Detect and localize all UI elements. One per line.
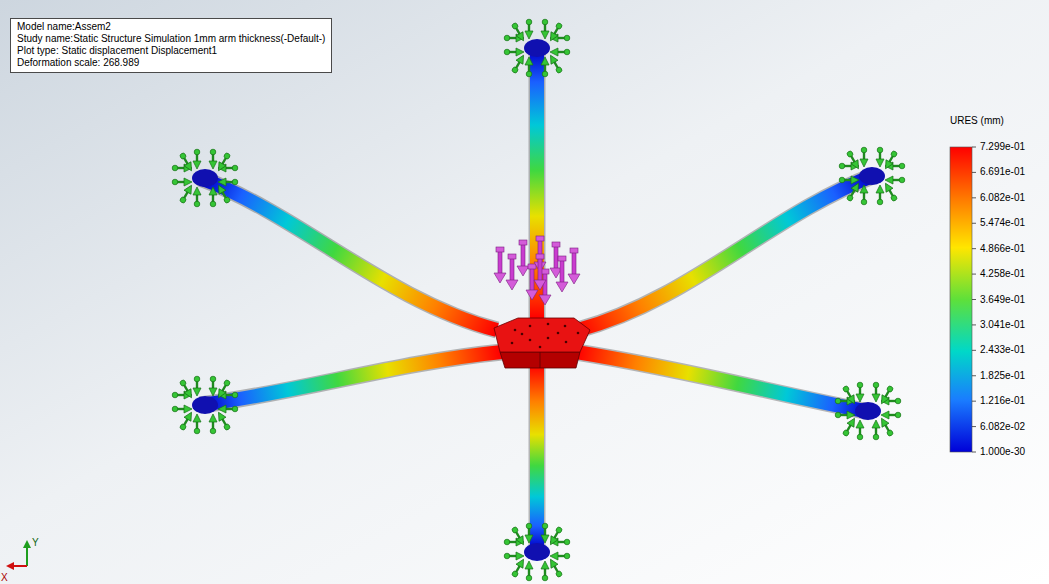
legend-value: 2.433e-01 xyxy=(980,344,1025,356)
legend-value: 1.216e-01 xyxy=(980,395,1025,407)
fixture-symbols xyxy=(172,19,905,581)
legend-value: 1.825e-01 xyxy=(980,370,1025,382)
arm xyxy=(530,362,544,552)
legend-value: 6.082e-02 xyxy=(980,421,1025,433)
legend-value: 6.691e-01 xyxy=(980,166,1025,178)
info-line: Study name:Static Structure Simulation 1… xyxy=(17,33,325,45)
arm xyxy=(578,175,875,330)
arm xyxy=(576,352,870,412)
legend-value: 6.082e-01 xyxy=(980,192,1025,204)
legend-value: 4.866e-01 xyxy=(980,243,1025,255)
legend-value: 3.041e-01 xyxy=(980,319,1025,331)
legend-value: 3.649e-01 xyxy=(980,294,1025,306)
info-line: Plot type: Static displacement Displacem… xyxy=(17,45,325,57)
arm xyxy=(200,178,497,330)
arm xyxy=(200,352,502,405)
legend-value: 4.258e-01 xyxy=(980,268,1025,280)
info-box: Model name:Assem2Study name:Static Struc… xyxy=(10,18,332,73)
info-line: Model name:Assem2 xyxy=(17,21,325,33)
info-line: Deformation scale: 268.989 xyxy=(17,57,325,69)
legend-value: 5.474e-01 xyxy=(980,217,1025,229)
legend-value: 7.299e-01 xyxy=(980,141,1025,153)
color-bar xyxy=(950,147,976,452)
legend-value: 1.000e-30 xyxy=(980,446,1025,458)
center-hub xyxy=(494,318,590,368)
axis-label: Y xyxy=(32,537,39,549)
legend-title: URES (mm) xyxy=(950,115,1004,127)
axis-label: X xyxy=(1,572,8,584)
axis-triad xyxy=(6,540,31,570)
frame-arms xyxy=(200,48,875,552)
force-arrows xyxy=(494,236,580,305)
